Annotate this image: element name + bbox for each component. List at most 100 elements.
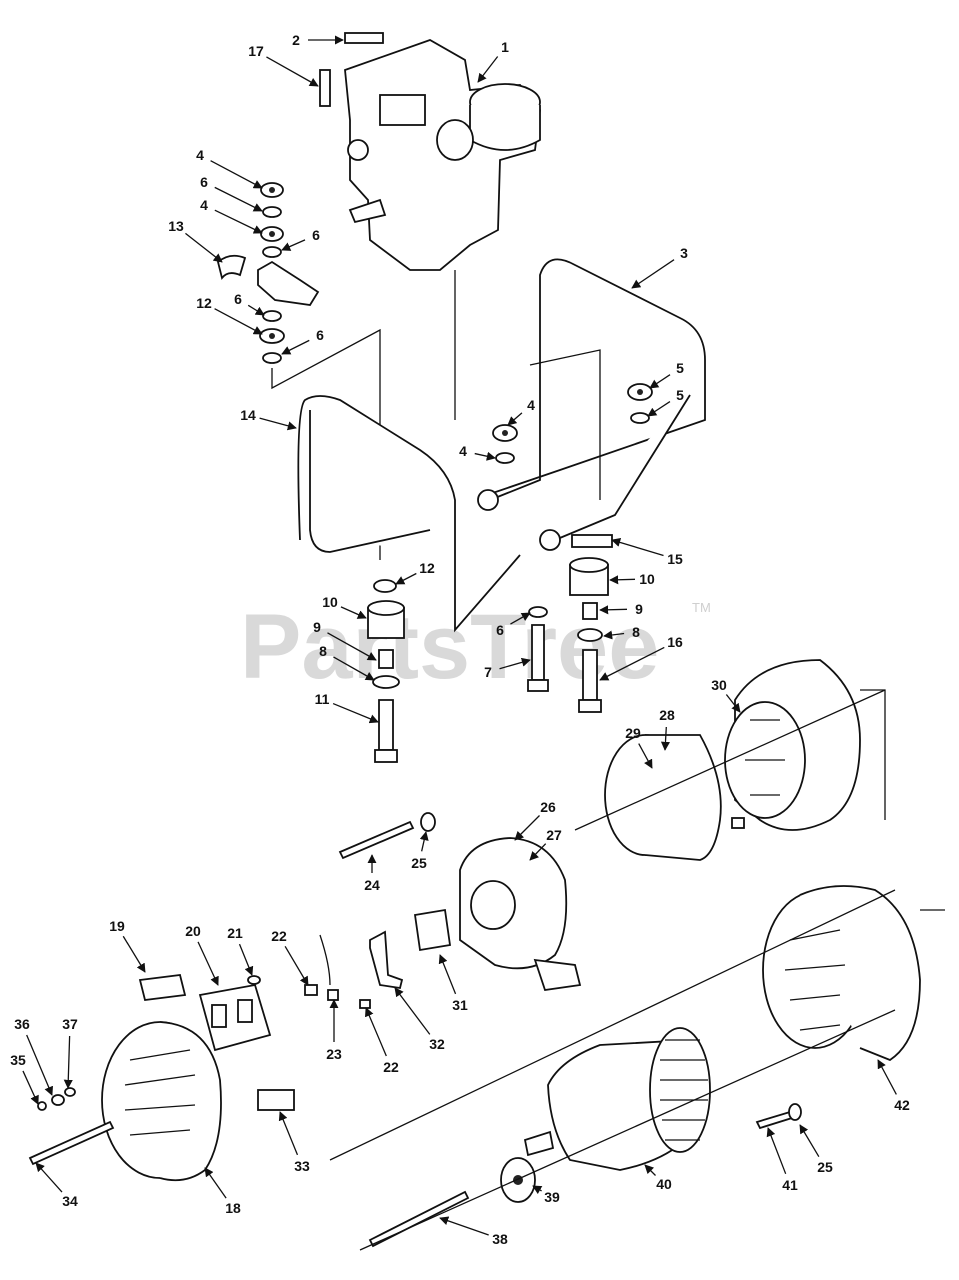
callout-10: 10 [639,571,655,587]
callout-4: 4 [196,147,204,163]
leader-28 [660,726,671,751]
part-33 [257,1089,295,1111]
end-cover-18 [101,1021,222,1182]
callout-33: 33 [294,1158,310,1174]
leader-33 [278,1111,299,1156]
leader-20 [197,941,219,986]
leader-15 [611,538,664,557]
callout-6: 6 [234,291,242,307]
callout-20: 20 [185,923,201,939]
frame-3 [477,258,706,551]
leader-6 [281,239,306,251]
washer-36 [51,1094,65,1106]
callout-31: 31 [452,997,468,1013]
callout-39: 39 [544,1189,560,1205]
bolt-38 [368,1190,470,1248]
callout-25: 25 [817,1159,833,1175]
leader-12 [214,308,263,335]
leader-8 [603,630,625,640]
leader-22 [284,945,309,986]
washer-25 [420,812,436,832]
ring-28 [604,734,722,861]
leader-3 [631,259,675,289]
frame-hardware [492,383,653,548]
callout-7: 7 [484,664,492,680]
callout-18: 18 [225,1200,241,1216]
end-bell-26 [413,837,582,991]
left-mount [367,579,405,763]
callout-14: 14 [240,407,256,423]
leader-5 [647,401,671,417]
leader-42 [877,1059,897,1095]
bolt-34 [28,1120,115,1166]
callout-30: 30 [711,677,727,693]
washer-25b [788,1103,802,1121]
callout-27: 27 [546,827,562,843]
callout-8: 8 [632,624,640,640]
callout-29: 29 [625,725,641,741]
callout-8: 8 [319,643,327,659]
callout-28: 28 [659,707,675,723]
leader-10 [609,575,636,585]
phantom-lines [329,689,896,1251]
leader-37 [63,1035,73,1089]
callout-9: 9 [313,619,321,635]
callout-19: 19 [109,918,125,934]
leader-17 [266,56,319,87]
leader-4 [474,451,496,461]
frame-14 [297,395,521,633]
callout-4: 4 [200,197,208,213]
callout-35: 35 [10,1052,26,1068]
callout-23: 23 [326,1046,342,1062]
leader-39 [532,1185,543,1195]
leader-21 [238,943,254,976]
callout-21: 21 [227,925,243,941]
callout-42: 42 [894,1097,910,1113]
callout-10: 10 [322,594,338,610]
callout-5: 5 [676,360,684,376]
leader-10 [340,606,367,619]
watermark-tm: TM [692,600,711,615]
leader-41 [766,1127,787,1175]
leader-16 [599,646,665,681]
washer-37 [64,1087,76,1097]
leader-6 [281,339,310,355]
callout-22: 22 [383,1059,399,1075]
callout-13: 13 [168,218,184,234]
callout-4: 4 [527,397,535,413]
rotor-40 [523,1027,711,1171]
callout-38: 38 [492,1231,508,1247]
leader-38 [439,1216,489,1236]
leader-18 [204,1167,227,1199]
callout-17: 17 [248,43,264,59]
brush-parts [304,930,404,1009]
leader-22 [365,1007,387,1057]
leader-40 [644,1164,656,1176]
leader-4 [214,209,263,234]
leader-31 [438,954,457,995]
label-2 [344,32,384,44]
leader-6 [247,304,265,316]
callout-6: 6 [312,227,320,243]
callout-5: 5 [676,387,684,403]
callout-15: 15 [667,551,683,567]
leader-27 [529,843,547,861]
leader-4 [507,412,523,426]
leader-7 [499,657,531,670]
leader-25 [419,831,429,852]
callout-36: 36 [14,1016,30,1032]
callout-2: 2 [292,32,300,48]
leader-26 [514,815,540,841]
leader-32 [394,987,431,1035]
leader-29 [638,743,653,769]
callout-40: 40 [656,1176,672,1192]
callout-11: 11 [315,691,330,707]
callout-6: 6 [496,622,504,638]
leader-14 [259,417,297,431]
callout-4: 4 [459,443,467,459]
callout-32: 32 [429,1036,445,1052]
leader-6 [510,612,531,625]
receptacle-20 [138,974,272,1052]
leader-36 [26,1034,54,1096]
